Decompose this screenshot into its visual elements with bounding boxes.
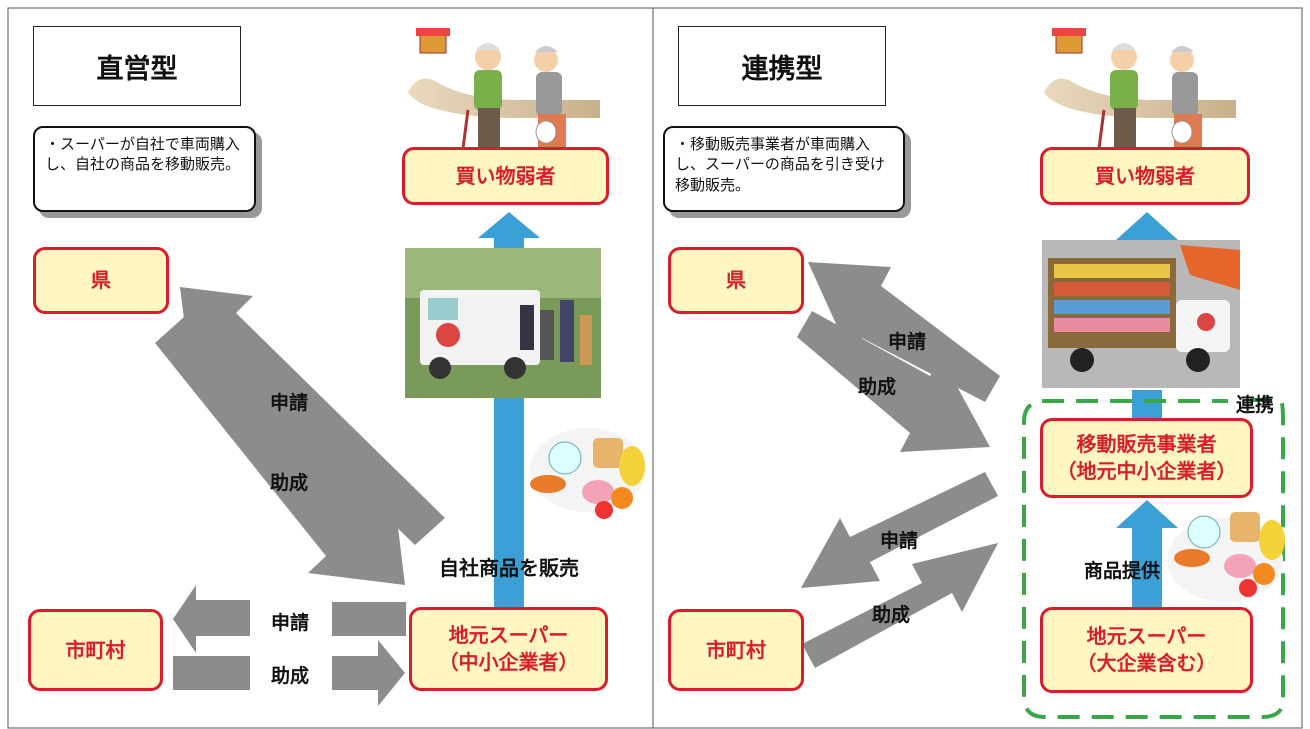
left-label-grant-muni: 助成 <box>271 665 310 687</box>
left-box-pref: 県 <box>33 247 169 314</box>
left-title: 直営型 <box>33 26 241 106</box>
arrow-apply-pref-right <box>808 262 1000 402</box>
arrow-grant-muni-right <box>802 543 998 668</box>
left-label-apply-muni: 申請 <box>271 612 310 634</box>
outer-frame <box>7 7 1303 729</box>
elderly-shoppers-illustration-left <box>408 28 600 157</box>
right-label-partner: 連携 <box>1236 394 1275 416</box>
arrow-apply-muni-right <box>801 472 998 588</box>
elderly-shoppers-illustration-right <box>1044 28 1236 157</box>
arrow-apply-pref-left <box>180 287 445 545</box>
partnership-dashed-frame <box>1022 398 1285 719</box>
left-note: ・スーパーが自社で車両購入し、自社の商品を移動販売。 <box>33 126 256 212</box>
right-box-shoppers: 買い物弱者 <box>1040 147 1250 205</box>
left-label-sell: 自社商品を販売 <box>439 556 579 580</box>
right-box-muni: 市町村 <box>668 609 804 691</box>
right-label-grant-muni: 助成 <box>872 604 911 626</box>
right-label-supply: 商品提供 <box>1084 560 1161 582</box>
right-label-apply-pref: 申請 <box>888 331 927 353</box>
food-illustration-left <box>530 428 646 519</box>
right-box-supermarket: 地元スーパー （大企業含む） <box>1040 607 1253 693</box>
mobile-sales-truck-photo-left <box>405 248 601 398</box>
right-label-apply-muni: 申請 <box>880 530 919 552</box>
blue-arrow-right-mid <box>1116 500 1178 608</box>
arrow-grant-muni-left <box>173 640 405 706</box>
food-illustration-right <box>1167 512 1285 602</box>
right-label-grant-pref: 助成 <box>858 376 897 398</box>
right-box-vendor: 移動販売事業者 （地元中小企業者） <box>1040 418 1253 498</box>
arrow-apply-muni-left <box>173 585 406 653</box>
left-box-muni: 市町村 <box>28 609 163 691</box>
mobile-sales-truck-photo-right <box>1042 240 1240 388</box>
left-label-grant-pref: 助成 <box>270 472 309 494</box>
right-box-pref: 県 <box>668 247 804 314</box>
arrow-grant-pref-left <box>155 316 405 585</box>
left-box-shoppers: 買い物弱者 <box>402 147 609 205</box>
left-box-supermarket: 地元スーパー （中小企業者） <box>409 607 608 691</box>
arrow-grant-pref-right <box>797 311 990 452</box>
right-note: ・移動販売事業者が車両購入し、スーパーの商品を引き受け移動販売。 <box>663 126 905 212</box>
right-title: 連携型 <box>678 26 886 106</box>
left-label-apply-pref: 申請 <box>270 392 309 414</box>
